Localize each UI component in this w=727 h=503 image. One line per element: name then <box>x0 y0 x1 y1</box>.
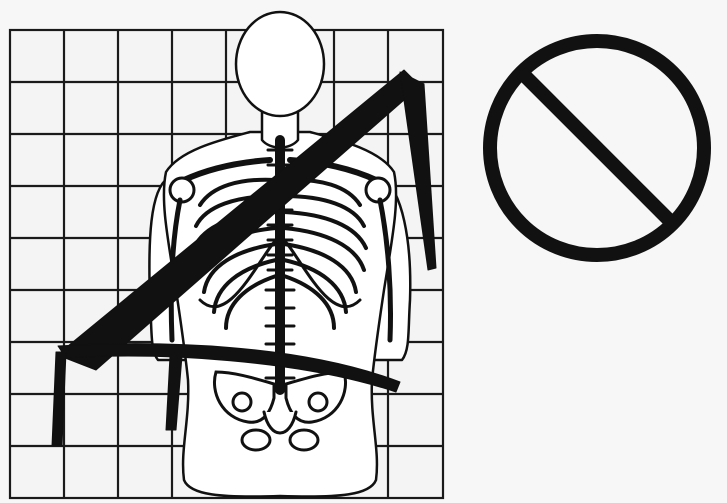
no-sign-icon <box>490 41 704 255</box>
right-shoulder-joint <box>366 178 390 202</box>
head <box>236 12 324 116</box>
left-shoulder-joint <box>170 178 194 202</box>
